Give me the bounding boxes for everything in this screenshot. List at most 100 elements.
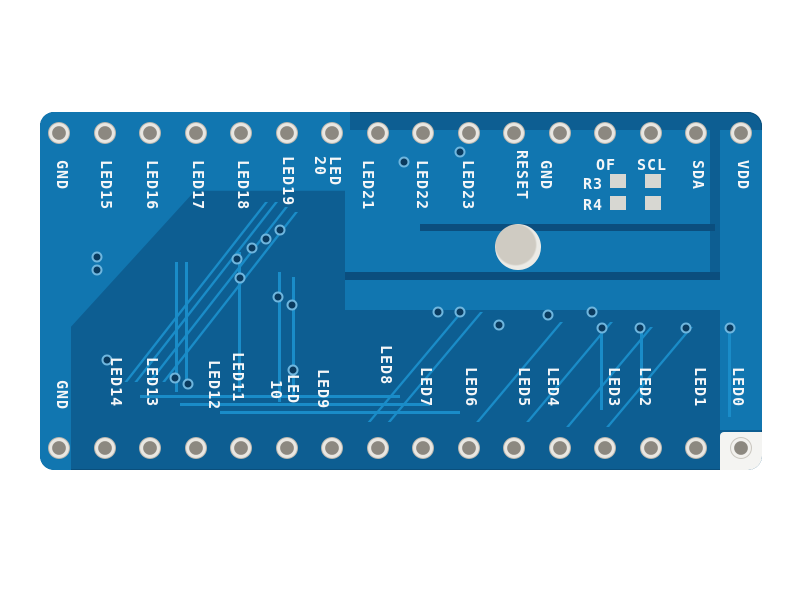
label-top-gnd: GND — [53, 160, 71, 191]
r4-pad-right — [645, 196, 661, 210]
mounting-hole — [495, 224, 541, 270]
copper-pour-right-edge — [720, 130, 762, 430]
pin-top-4 — [185, 122, 207, 144]
trace — [278, 272, 281, 402]
via — [634, 322, 646, 334]
label-led8: LED8 — [377, 345, 395, 386]
via — [231, 253, 243, 265]
via — [287, 364, 299, 376]
pin-top-7 — [321, 122, 343, 144]
trace — [175, 262, 178, 392]
pin-bottom-15 — [685, 437, 707, 459]
pin-top-1 — [48, 122, 70, 144]
via — [101, 354, 113, 366]
label-led5: LED5 — [515, 367, 533, 408]
r3-pad-right — [645, 174, 661, 188]
label-r3: R3 — [583, 175, 604, 193]
pcb-board: GND LED15 LED16 LED17 LED18 LED19 20 LED… — [40, 112, 762, 470]
label-led13: LED13 — [143, 357, 161, 408]
pin-top-11 — [503, 122, 525, 144]
label-vdd: VDD — [734, 160, 752, 191]
label-led18: LED18 — [234, 160, 252, 211]
label-led14: LED14 — [107, 357, 125, 408]
label-led23: LED23 — [459, 160, 477, 211]
via — [454, 146, 466, 158]
pin-bottom-7 — [321, 437, 343, 459]
label-scl: SCL — [637, 156, 668, 174]
pin-top-2 — [94, 122, 116, 144]
pin-bottom-12 — [549, 437, 571, 459]
label-led15: LED15 — [97, 160, 115, 211]
ground-gap — [345, 272, 720, 280]
r4-pad-left — [610, 196, 626, 210]
via — [182, 378, 194, 390]
trace — [728, 327, 731, 417]
pin-bottom-4 — [185, 437, 207, 459]
pin-bottom-11 — [503, 437, 525, 459]
trace — [238, 252, 241, 392]
via — [724, 322, 736, 334]
pin-top-10 — [458, 122, 480, 144]
trace — [140, 395, 400, 398]
trace — [185, 262, 188, 387]
r3-pad-left — [610, 174, 626, 188]
label-led6: LED6 — [462, 367, 480, 408]
via — [398, 156, 410, 168]
via — [542, 309, 554, 321]
label-led9: LED9 — [314, 369, 332, 410]
label-reset: RESET — [513, 150, 531, 201]
label-led2: LED2 — [636, 367, 654, 408]
label-r4: R4 — [583, 196, 604, 214]
pin-top-16 — [730, 122, 752, 144]
pin-top-3 — [139, 122, 161, 144]
label-led20-prefix: LED — [326, 156, 344, 187]
via — [169, 372, 181, 384]
pin-bottom-5 — [230, 437, 252, 459]
pin-top-14 — [640, 122, 662, 144]
label-led4: LED4 — [544, 367, 562, 408]
copper-pour-mid — [345, 280, 725, 310]
pin-bottom-8 — [367, 437, 389, 459]
label-led19: LED19 — [279, 156, 297, 207]
via — [596, 322, 608, 334]
via — [454, 306, 466, 318]
label-led10-prefix: LED — [284, 374, 302, 405]
label-led7: LED7 — [417, 367, 435, 408]
pin-top-15 — [685, 122, 707, 144]
pin-bottom-10 — [458, 437, 480, 459]
label-led11: LED11 — [229, 352, 247, 403]
pin-bottom-6 — [276, 437, 298, 459]
via — [272, 291, 284, 303]
pin-top-5 — [230, 122, 252, 144]
label-led10-number: 10 — [267, 380, 285, 401]
via — [246, 242, 258, 254]
label-led20-number: 20 — [311, 156, 329, 177]
pin-bottom-14 — [640, 437, 662, 459]
label-led12: LED12 — [205, 360, 223, 411]
ground-gap-2 — [420, 224, 715, 231]
pin-top-12 — [549, 122, 571, 144]
pin-bottom-2 — [94, 437, 116, 459]
pin-bottom-16-pin1 — [730, 437, 752, 459]
via — [680, 322, 692, 334]
label-sda: SDA — [689, 160, 707, 191]
label-led22: LED22 — [413, 160, 431, 211]
pin-top-13 — [594, 122, 616, 144]
via — [91, 251, 103, 263]
label-of: OF — [596, 156, 617, 174]
label-top-gnd-2: GND — [537, 160, 555, 191]
pin-bottom-13 — [594, 437, 616, 459]
label-led16: LED16 — [143, 160, 161, 211]
label-led0: LED0 — [729, 367, 747, 408]
label-led17: LED17 — [189, 160, 207, 211]
trace — [220, 411, 460, 414]
via — [234, 272, 246, 284]
via — [432, 306, 444, 318]
via — [91, 264, 103, 276]
trace — [292, 277, 295, 397]
trace — [180, 403, 430, 406]
label-led3: LED3 — [605, 367, 623, 408]
pin-bottom-3 — [139, 437, 161, 459]
label-bottom-gnd: GND — [53, 380, 71, 411]
pin-bottom-9 — [412, 437, 434, 459]
